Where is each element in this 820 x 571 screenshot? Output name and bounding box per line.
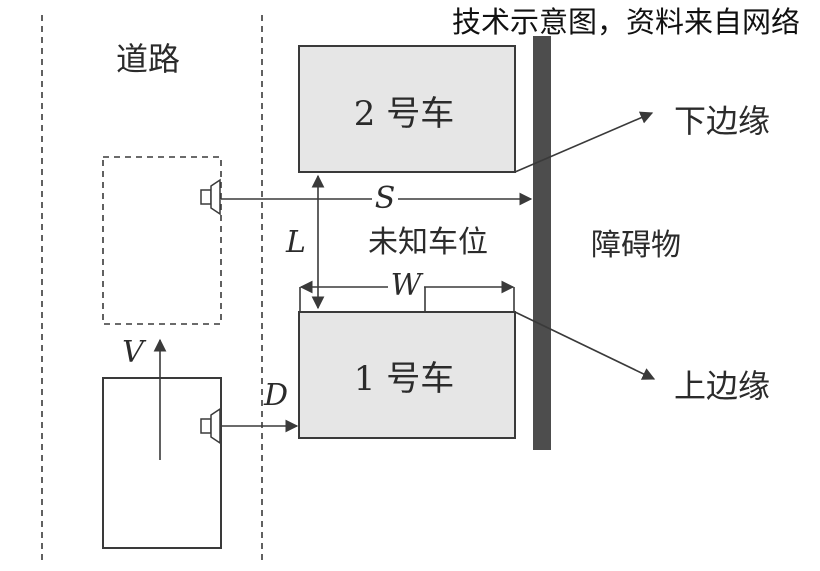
car-1-label: 1 号车 [354, 359, 454, 399]
vehicle-future-outline [102, 156, 222, 325]
obstacle-label: 障碍物 [591, 228, 681, 263]
velocity-label: V [122, 335, 147, 370]
width-w-label-bg [388, 270, 424, 300]
car-1-box [298, 311, 516, 439]
car-2-label: 2 号车 [354, 94, 454, 134]
car-2-box [298, 45, 516, 173]
upper-edge-pointer [514, 311, 656, 380]
distance-s-label-bg [372, 182, 398, 212]
road-label: 道路 [116, 40, 180, 78]
lower-sensor-icon [200, 407, 221, 445]
vehicle-current-box [102, 377, 222, 549]
distance-l-label: L [285, 225, 306, 260]
unknown-slot-label: 未知车位 [368, 225, 488, 260]
obstacle-bar [533, 36, 551, 450]
distance-d-label: D [263, 378, 288, 413]
lower-edge-label: 下边缘 [674, 102, 770, 140]
caption: 技术示意图，资料来自网络 [452, 5, 800, 39]
lower-edge-pointer [514, 111, 654, 173]
width-w-label: W [391, 268, 424, 303]
upper-sensor-icon [200, 178, 221, 216]
distance-s-label: S [375, 181, 396, 216]
upper-edge-label: 上边缘 [674, 367, 770, 405]
